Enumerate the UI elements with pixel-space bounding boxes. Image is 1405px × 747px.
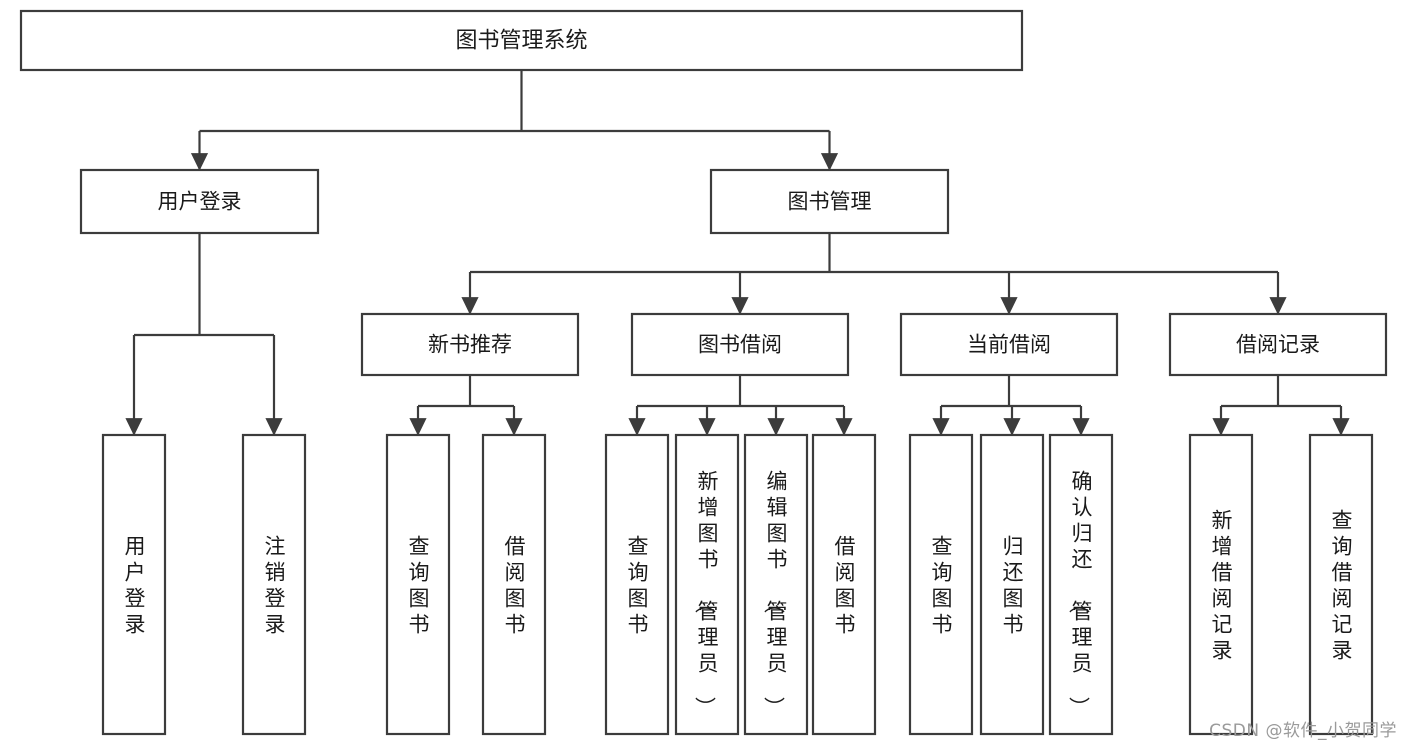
node-borrow-record[interactable]: 借阅记录 <box>1168 312 1388 377</box>
node-book-borrow[interactable]: 图书借阅 <box>630 312 850 377</box>
node-add-book-label: 新增图书（管理员） <box>693 470 719 718</box>
node-root-label: 图书管理系统 <box>455 29 587 54</box>
node-borrow-record-label: 借阅记录 <box>1236 333 1320 357</box>
node-query-book-3[interactable]: 查询图书 <box>908 433 974 736</box>
node-user-logout-label: 注销登录 <box>265 535 286 637</box>
node-current-borrow[interactable]: 当前借阅 <box>899 312 1119 377</box>
node-current-borrow-label: 当前借阅 <box>967 333 1051 357</box>
node-borrow-book-2-label: 借阅图书 <box>835 535 856 637</box>
node-borrow-book-1[interactable]: 借阅图书 <box>481 433 547 736</box>
node-query-book-2[interactable]: 查询图书 <box>604 433 670 736</box>
node-book-manage-label: 图书管理 <box>788 190 872 214</box>
node-book-borrow-label: 图书借阅 <box>698 333 782 357</box>
node-query-book-1-label: 查询图书 <box>409 535 430 637</box>
node-return-book[interactable]: 归还图书 <box>979 433 1045 736</box>
node-confirm-return-label: 确认归还（管理员） <box>1067 470 1093 718</box>
node-add-book[interactable]: 新增图书（管理员） <box>674 433 740 736</box>
node-user-login-do-label: 用户登录 <box>125 535 146 637</box>
node-edit-book-label: 编辑图书（管理员） <box>762 470 788 718</box>
node-user-login[interactable]: 用户登录 <box>79 168 320 235</box>
node-borrow-book-1-label: 借阅图书 <box>505 535 526 637</box>
node-add-borrow-record-label: 新增借阅记录 <box>1212 509 1233 663</box>
node-edit-book[interactable]: 编辑图书（管理员） <box>743 433 809 736</box>
node-query-borrow-record[interactable]: 查询借阅记录 <box>1308 433 1374 736</box>
node-borrow-book-2[interactable]: 借阅图书 <box>811 433 877 736</box>
nodes-layer: 图书管理系统用户登录图书管理用户登录注销登录新书推荐查询图书借阅图书图书借阅查询… <box>19 9 1388 736</box>
node-query-book-2-label: 查询图书 <box>628 535 649 637</box>
node-return-book-label: 归还图书 <box>1003 535 1024 637</box>
node-query-book-1[interactable]: 查询图书 <box>385 433 451 736</box>
node-new-book-recommend[interactable]: 新书推荐 <box>360 312 580 377</box>
node-confirm-return[interactable]: 确认归还（管理员） <box>1048 433 1114 736</box>
node-query-book-3-label: 查询图书 <box>932 535 953 637</box>
node-query-borrow-record-label: 查询借阅记录 <box>1332 509 1353 663</box>
edges-layer <box>125 70 1350 436</box>
node-user-login-do[interactable]: 用户登录 <box>101 433 167 736</box>
node-root[interactable]: 图书管理系统 <box>19 9 1024 72</box>
node-user-login-label: 用户登录 <box>158 190 242 214</box>
node-new-book-recommend-label: 新书推荐 <box>428 333 512 357</box>
node-add-borrow-record[interactable]: 新增借阅记录 <box>1188 433 1254 736</box>
node-user-logout[interactable]: 注销登录 <box>241 433 307 736</box>
node-book-manage[interactable]: 图书管理 <box>709 168 950 235</box>
